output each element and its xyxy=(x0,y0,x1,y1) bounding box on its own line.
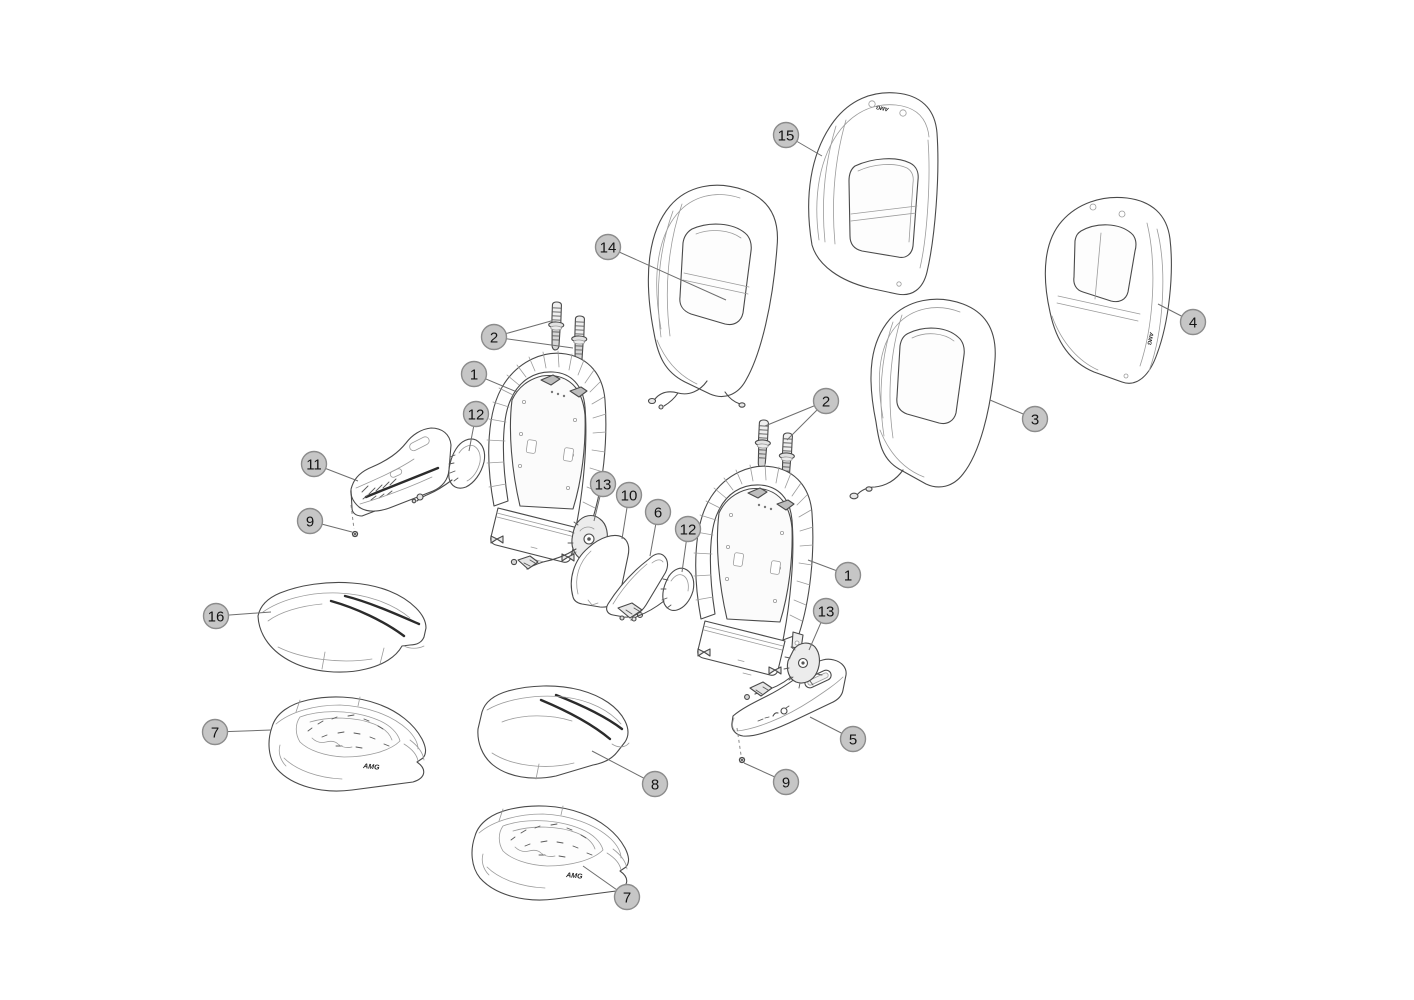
callout-number-1-left: 1 xyxy=(470,366,478,383)
part-side-trim-6 xyxy=(606,553,669,621)
amg-logo-text: AMG xyxy=(1145,331,1154,346)
seat-switch-icons xyxy=(757,705,790,722)
callout-14[interactable]: 14 xyxy=(594,233,622,261)
part-seat-cushion-cover-16 xyxy=(257,581,427,673)
callout-number-9-right: 9 xyxy=(782,774,790,791)
callout-number-8: 8 xyxy=(651,776,659,793)
part-cover-shield-10 xyxy=(570,534,630,608)
callout-2-right[interactable]: 2 xyxy=(812,387,840,415)
guide-hole xyxy=(868,100,876,108)
part-backrest-cover-14 xyxy=(647,184,779,410)
part-recliner-fitting-12-center xyxy=(630,567,695,622)
part-screw-9-left xyxy=(350,504,359,538)
callout-8[interactable]: 8 xyxy=(641,770,669,798)
callout-number-15: 15 xyxy=(778,127,795,144)
callout-balloons: 15 14 4 3 2 1 12 11 9 13 10 6 12 2 1 16 13 7 8 5 9 7 xyxy=(201,121,1207,911)
callout-number-9-left: 9 xyxy=(306,513,314,530)
amg-logo-text: AMG xyxy=(875,103,890,112)
callout-number-13-right: 13 xyxy=(818,603,835,620)
callout-15[interactable]: 15 xyxy=(772,121,800,149)
callout-12-center[interactable]: 12 xyxy=(674,515,702,543)
callout-number-10: 10 xyxy=(621,487,638,504)
part-side-trim-11 xyxy=(350,427,452,517)
callout-1-right[interactable]: 1 xyxy=(834,561,862,589)
callout-number-11: 11 xyxy=(306,456,322,473)
wire-connector xyxy=(849,492,859,500)
callout-number-13-center: 13 xyxy=(595,476,612,493)
wire-harness xyxy=(856,469,904,496)
callout-7-left[interactable]: 7 xyxy=(201,718,229,746)
part-backrest-cover-15: AMG xyxy=(808,92,939,296)
callout-number-16: 16 xyxy=(208,608,225,625)
callout-number-4: 4 xyxy=(1189,314,1197,331)
part-backrest-pad-4: AMG xyxy=(1044,196,1172,384)
part-foam-cushion-7-left xyxy=(268,696,427,792)
leader-line-14 xyxy=(607,246,727,301)
callout-number-6: 6 xyxy=(654,504,662,521)
callout-11[interactable]: 11 xyxy=(300,450,328,478)
callout-1-left[interactable]: 1 xyxy=(460,360,488,388)
part-foam-cushion-7-bottom xyxy=(471,805,630,901)
part-screw-9-right xyxy=(736,727,746,764)
callout-number-2-right: 2 xyxy=(822,393,830,410)
callout-number-7-bottom: 7 xyxy=(623,889,631,906)
callout-9-left[interactable]: 9 xyxy=(296,507,324,535)
callout-number-1-right: 1 xyxy=(844,567,852,584)
callout-number-12-left: 12 xyxy=(468,406,485,423)
guide-hole xyxy=(1118,210,1126,218)
callout-4[interactable]: 4 xyxy=(1179,308,1207,336)
callout-number-3: 3 xyxy=(1031,411,1039,428)
callout-7-bottom[interactable]: 7 xyxy=(613,883,641,911)
callout-number-14: 14 xyxy=(600,239,617,256)
part-recliner-fitting-12-left xyxy=(411,438,486,504)
callout-12-left[interactable]: 12 xyxy=(462,400,490,428)
callout-13-center[interactable]: 13 xyxy=(589,470,617,498)
callout-number-5: 5 xyxy=(849,731,857,748)
leader-line-2-left xyxy=(493,336,574,349)
callout-2-left[interactable]: 2 xyxy=(480,323,508,351)
part-backrest-pad-3 xyxy=(849,298,996,500)
guide-hole xyxy=(899,109,907,117)
part-backrest-frame-1-right xyxy=(693,463,814,676)
callout-9-right[interactable]: 9 xyxy=(772,768,800,796)
callout-6[interactable]: 6 xyxy=(644,498,672,526)
wire-connector xyxy=(647,397,657,405)
guide-hole xyxy=(1089,203,1097,211)
callout-5[interactable]: 5 xyxy=(839,725,867,753)
callout-number-2-left: 2 xyxy=(490,329,498,346)
callout-number-12-center: 12 xyxy=(680,521,697,538)
callout-16[interactable]: 16 xyxy=(202,602,230,630)
part-seat-cushion-cover-8 xyxy=(477,685,630,780)
callout-3[interactable]: 3 xyxy=(1021,405,1049,433)
callout-number-7-left: 7 xyxy=(211,724,219,741)
callout-10[interactable]: 10 xyxy=(615,481,643,509)
part-recliner-mechanism-13-right xyxy=(744,642,823,700)
callout-13-right[interactable]: 13 xyxy=(812,597,840,625)
